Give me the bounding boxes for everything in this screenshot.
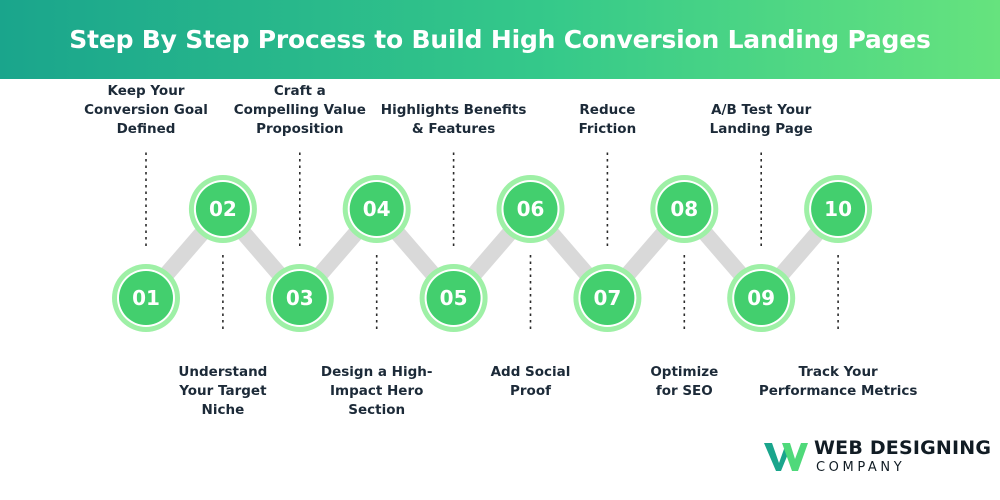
step-label-line: Your Target: [179, 383, 267, 399]
step-number: 04: [363, 197, 391, 221]
brand-logo: WEB DESIGNING COMPANY: [762, 437, 992, 477]
step-number: 05: [440, 286, 468, 310]
step-label-line: Understand: [178, 364, 268, 380]
step-circle-inner: [272, 271, 327, 325]
step-label-line: Design a High-: [320, 364, 433, 380]
step-label-line: Add Social: [490, 364, 571, 380]
step-number: 06: [517, 197, 545, 221]
step-label-line: Performance Metrics: [758, 383, 918, 399]
title-banner: Step By Step Process to Build High Conve…: [0, 0, 1000, 79]
connector-path: [139, 201, 845, 306]
step-label-line: Niche: [201, 402, 245, 418]
step-label-line: Section: [348, 402, 406, 418]
step-label-line: Optimize: [650, 364, 719, 380]
step-number: 08: [670, 197, 698, 221]
step-number: 09: [747, 286, 775, 310]
step-number: 02: [209, 197, 237, 221]
step-label-line: for SEO: [655, 383, 713, 399]
step-label-line: Track Your: [798, 364, 878, 380]
step-number: 03: [286, 286, 314, 310]
step-circle-inner: [580, 271, 635, 325]
step-label-line: Conversion Goal: [84, 102, 208, 118]
step-label-line: Impact Hero: [329, 383, 424, 399]
step-label-line: Compelling Value: [233, 102, 366, 118]
step-label-line: Keep Your: [107, 83, 185, 99]
step-circle-inner: [657, 182, 712, 236]
step-label-line: Proof: [510, 383, 551, 399]
brand-w-icon: [764, 443, 808, 471]
step-circle-inner: [349, 182, 404, 236]
step-number: 07: [593, 286, 621, 310]
step-circle-inner: [195, 182, 250, 236]
step-label-line: A/B Test Your: [711, 102, 812, 118]
step-number: 01: [132, 286, 160, 310]
page-title: Step By Step Process to Build High Conve…: [69, 25, 931, 54]
step-label-line: Highlights Benefits: [380, 102, 527, 118]
step-label-line: & Features: [411, 121, 496, 137]
step-label-line: Craft a: [273, 83, 326, 99]
step-circle-inner: [426, 271, 481, 325]
step-circle-inner: [811, 182, 866, 236]
step-label-line: Reduce: [579, 102, 636, 118]
step-number: 10: [824, 197, 852, 221]
step-label: Optimize for SEO: [599, 363, 769, 401]
step-circle-inner: [734, 271, 789, 325]
brand-name: WEB DESIGNING: [814, 437, 992, 459]
step-circle-inner: [503, 182, 558, 236]
step-label: Highlights Benefits & Features: [369, 101, 539, 139]
step-circle-inner: [119, 271, 173, 325]
step-label-line: Landing Page: [709, 121, 813, 137]
step-label-line: Defined: [116, 121, 176, 137]
step-label-line: Proposition: [256, 121, 344, 137]
step-label-line: Friction: [578, 121, 637, 137]
brand-subtitle: COMPANY: [816, 460, 906, 475]
